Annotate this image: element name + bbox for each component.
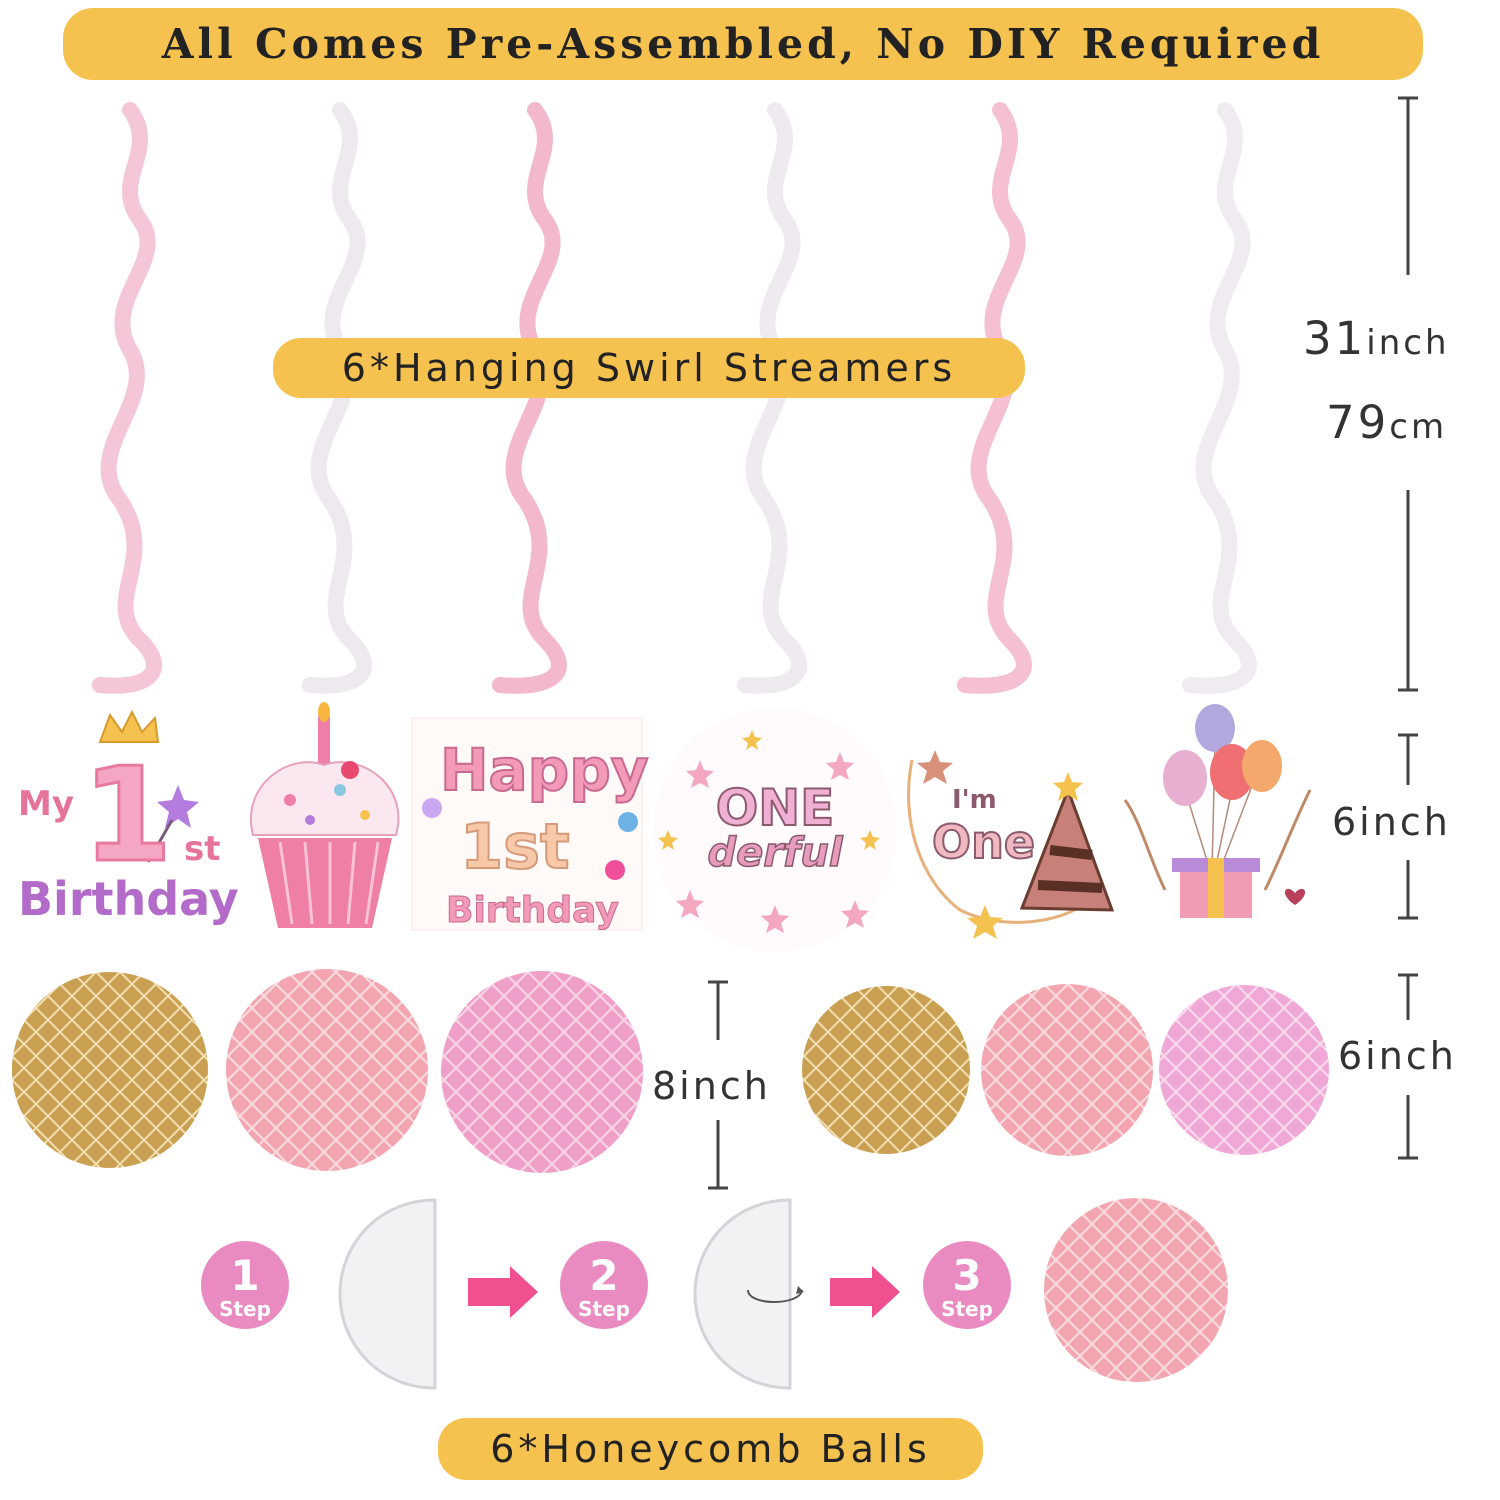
card-im-one: I'm One [907, 750, 1115, 939]
honeycomb-ball-rose-1 [441, 971, 643, 1173]
arrow-right-icon-1 [468, 1266, 538, 1318]
swirl-streamer-4 [737, 102, 807, 694]
card4-one: ONE [716, 779, 835, 837]
honeycomb-ball-lilac-1 [1159, 985, 1329, 1155]
card4-derful: derful [707, 830, 843, 876]
half-ball-folded-2 [693, 1198, 792, 1390]
banner-title: All Comes Pre-Assembled, No DIY Required [63, 8, 1423, 80]
card1-my: My [18, 784, 74, 824]
card-onederful: ONE derful [653, 708, 897, 952]
balloons-gift-icon [1123, 704, 1312, 918]
card3-1st: 1st [460, 810, 570, 883]
swirl-streamers [92, 102, 1257, 694]
crown-icon [98, 709, 160, 743]
half-ball-folded-1 [338, 1198, 437, 1390]
card1-digit: 1 [82, 739, 172, 891]
streamer-height-cm: 79cm [1326, 396, 1448, 449]
party-hat-icon [1019, 772, 1115, 912]
card1-birthday: Birthday [18, 872, 239, 926]
swirl-streamer-5 [957, 102, 1032, 694]
step-1-number: 1 [230, 1251, 259, 1300]
honeycomb-ball-pink-2 [981, 984, 1153, 1156]
card5-im: I'm [952, 785, 997, 815]
streamer-height-inch: 31inch [1303, 312, 1450, 365]
card-height-label: 6inch [1332, 800, 1451, 844]
card5-one: One [932, 815, 1035, 869]
label-honeycomb-balls: 6*Honeycomb Balls [438, 1418, 983, 1480]
honeycomb-balls [12, 969, 1329, 1173]
card3-birthday: Birthday [446, 890, 619, 931]
card3-happy: Happy [440, 736, 649, 804]
step-2-number: 2 [589, 1251, 618, 1300]
honeycomb-ball-gold-2 [802, 986, 970, 1154]
assembly-steps [201, 1198, 1228, 1390]
swirl-streamer-2 [302, 102, 372, 694]
honeycomb-ball-assembled [1044, 1198, 1228, 1382]
rotate-icon [747, 1289, 803, 1303]
honeycomb-ball-gold-1 [12, 972, 208, 1168]
card-happy-1st-birthday: Happy 1st Birthday [411, 717, 650, 932]
small-ball-size-label: 6inch [1338, 1034, 1457, 1078]
step-3-number: 3 [952, 1251, 981, 1300]
card1-suffix: st [184, 829, 221, 869]
arrow-right-icon-2 [830, 1266, 900, 1318]
step-2-badge [560, 1241, 648, 1329]
card-my-1st-birthday: My 1 st Birthday [18, 709, 239, 926]
swirl-streamer-6 [1182, 102, 1257, 694]
step-1-word: Step [219, 1297, 271, 1321]
step-3-badge [923, 1241, 1011, 1329]
swirl-streamer-3 [492, 102, 567, 694]
step-3-word: Step [941, 1297, 993, 1321]
wand-star-icon [157, 785, 199, 828]
dimension-lines [708, 96, 1418, 1190]
large-ball-size-label: 8inch [652, 1064, 771, 1108]
step-1-badge [201, 1241, 289, 1329]
step-2-word: Step [578, 1297, 630, 1321]
swirl-streamer-1 [92, 102, 162, 694]
honeycomb-ball-pink-1 [226, 969, 428, 1171]
cupcake-icon [250, 702, 400, 928]
label-swirl-streamers: 6*Hanging Swirl Streamers [273, 338, 1025, 398]
